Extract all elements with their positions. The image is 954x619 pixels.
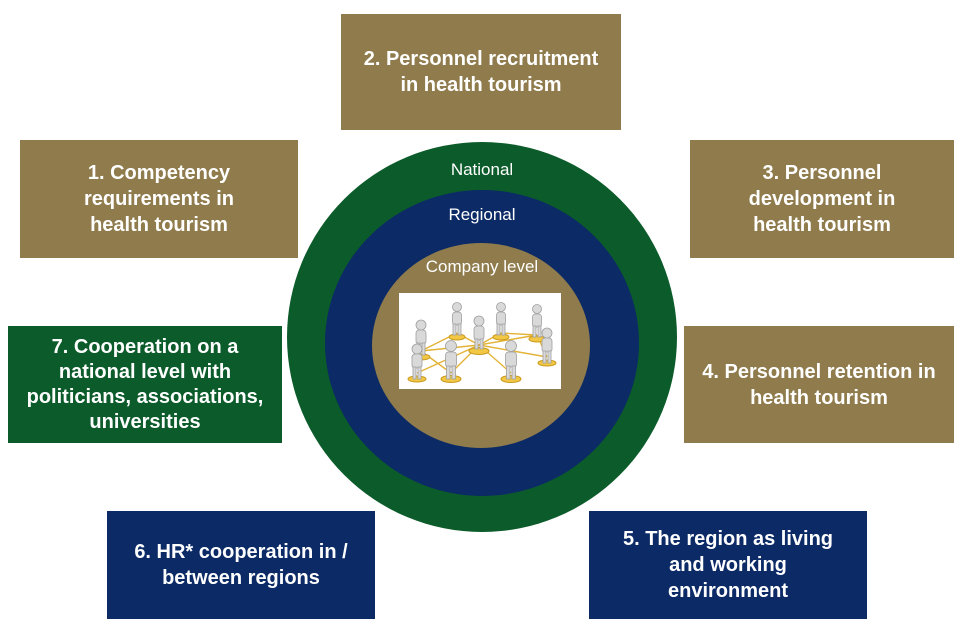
box-national-cooperation: 7. Cooperation on a national level with … (8, 326, 282, 443)
box-region-living-working: 5. The region as living and working envi… (589, 511, 867, 619)
people-network-graphic (407, 302, 557, 383)
box-hr-cooperation: 6. HR* cooperation in / between regions (107, 511, 375, 619)
box-personnel-development: 3. Personnel development in health touri… (690, 140, 954, 258)
people-network-icon (399, 293, 561, 389)
box-competency-requirements: 1. Competency requirements in health tou… (20, 140, 298, 258)
ring-label-company: Company level (425, 257, 539, 276)
ring-label-regional: Regional (448, 205, 516, 224)
box-personnel-recruitment: 2. Personnel recruitment in health touri… (341, 14, 621, 130)
box-personnel-retention: 4. Personnel retention in health tourism (684, 326, 954, 443)
ring-label-national: National (450, 160, 514, 179)
